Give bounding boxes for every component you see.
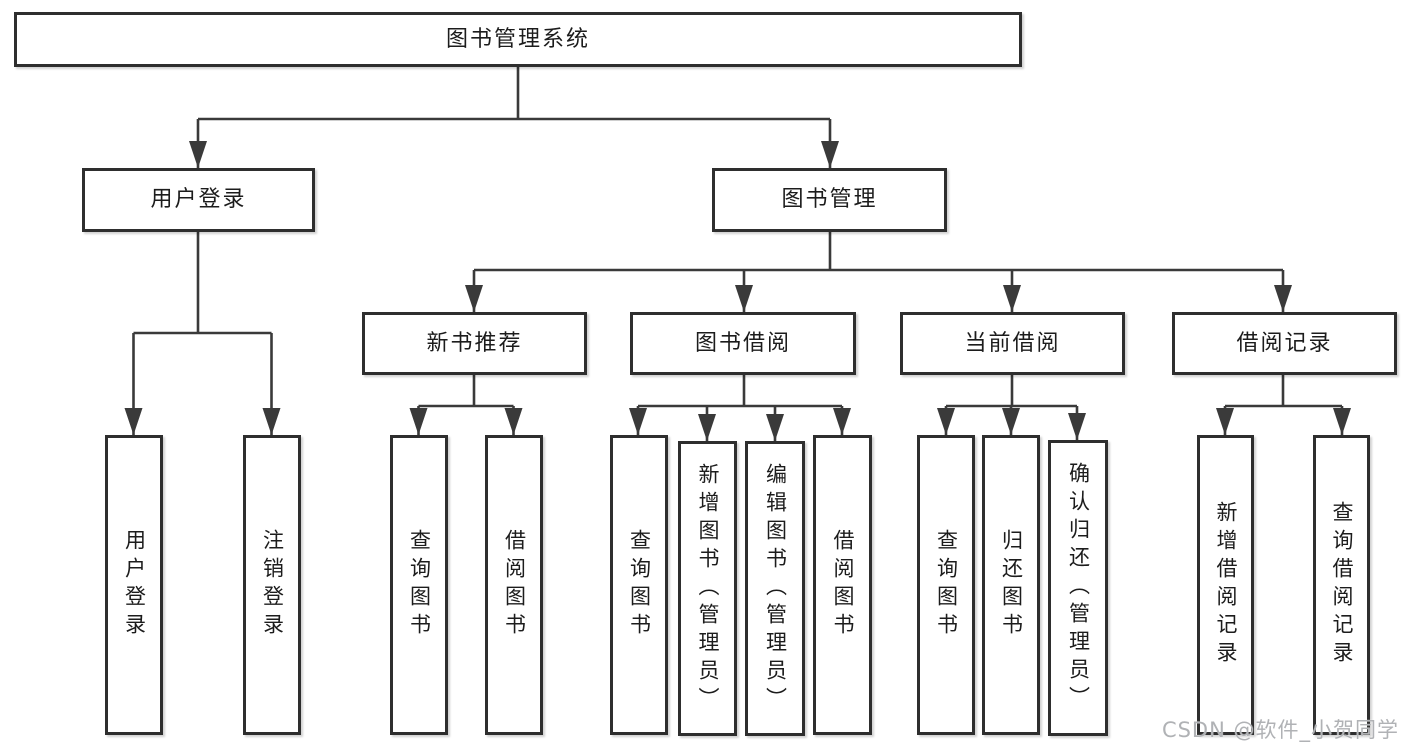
node-label: 新增借阅记录 (1214, 501, 1238, 669)
node-leaf-confirm-return-admin: 确认归还（管理员） (1048, 440, 1108, 736)
node-user-login-branch: 用户登录 (82, 168, 315, 232)
node-label: 当前借阅 (964, 330, 1061, 356)
node-leaf-logout: 注销登录 (243, 435, 301, 735)
node-label: 借阅图书 (831, 529, 855, 641)
node-current-borrow: 当前借阅 (900, 312, 1125, 375)
node-leaf-add-books-admin: 新增图书（管理员） (678, 441, 737, 736)
node-leaf-return-books: 归还图书 (982, 435, 1040, 735)
node-leaf-borrow-query-books: 查询图书 (610, 435, 668, 735)
node-book-borrow: 图书借阅 (630, 312, 856, 375)
connector-root-to-level2 (196, 66, 832, 168)
node-label: 编辑图书（管理员） (763, 462, 788, 715)
node-label: 用户登录 (122, 529, 147, 641)
node-label: 归还图书 (999, 529, 1024, 641)
node-leaf-query-borrow-record: 查询借阅记录 (1313, 435, 1370, 735)
node-label: 查询图书 (407, 529, 432, 641)
node-label: 借阅图书 (502, 529, 527, 641)
node-leaf-add-borrow-record: 新增借阅记录 (1197, 435, 1254, 735)
connector-bookmgmt-to-level3 (472, 232, 1285, 312)
node-label: 查询借阅记录 (1330, 501, 1354, 669)
node-leaf-borrow-books: 借阅图书 (813, 435, 872, 735)
node-new-book-recommend: 新书推荐 (362, 312, 587, 375)
node-label: 新书推荐 (426, 330, 523, 356)
node-label: 用户登录 (150, 187, 247, 212)
node-label: 新增图书（管理员） (696, 462, 720, 715)
node-leaf-newrec-borrow-books: 借阅图书 (485, 435, 543, 735)
node-label: 图书管理系统 (445, 26, 590, 52)
node-leaf-edit-books-admin: 编辑图书（管理员） (745, 441, 805, 736)
node-borrow-records: 借阅记录 (1172, 312, 1397, 375)
connector-userlogin-to-leaves (132, 232, 273, 435)
node-label: 注销登录 (260, 529, 285, 641)
node-label: 图书管理 (781, 187, 878, 212)
node-leaf-current-query-books: 查询图书 (917, 435, 975, 735)
node-book-mgmt-branch: 图书管理 (712, 168, 947, 232)
connector-bookborrow-to-leaves (636, 374, 844, 441)
node-label: 借阅记录 (1236, 330, 1333, 356)
node-label: 确认归还（管理员） (1066, 462, 1091, 714)
node-label: 查询图书 (934, 529, 959, 641)
node-label: 图书借阅 (694, 330, 791, 356)
node-root: 图书管理系统 (14, 12, 1022, 67)
connector-newbookrec-to-leaves (417, 374, 515, 435)
node-label: 查询图书 (627, 529, 652, 641)
node-leaf-newrec-query-books: 查询图书 (390, 435, 448, 735)
connector-borrowrecords-to-leaves (1223, 374, 1344, 435)
csdn-watermark: CSDN @软件_小贺同学 (1161, 718, 1399, 742)
node-leaf-user-login: 用户登录 (105, 435, 163, 735)
